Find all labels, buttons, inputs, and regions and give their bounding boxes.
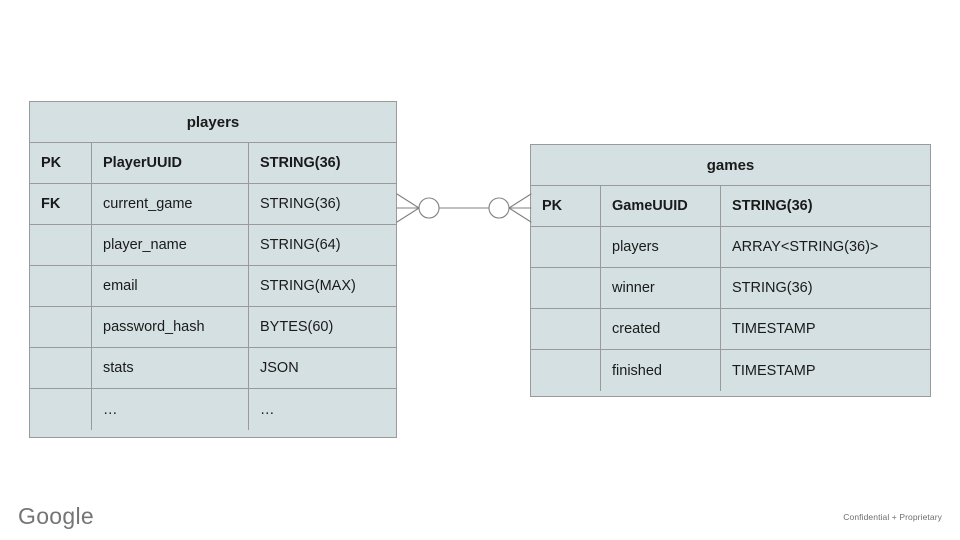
row-field-type: JSON [260, 360, 299, 376]
row-key-badge [531, 268, 601, 308]
row-key-badge [531, 309, 601, 349]
table-row[interactable]: player_name STRING(64) [30, 225, 396, 266]
row-field-name: players [601, 227, 721, 267]
row-field-name: current_game [92, 184, 249, 224]
table-row[interactable]: password_hash BYTES(60) [30, 307, 396, 348]
row-field-name: password_hash [92, 307, 249, 347]
table-row[interactable]: players ARRAY<STRING(36)> [531, 227, 930, 268]
google-logo: Google [18, 503, 94, 529]
row-field-name: winner [601, 268, 721, 308]
table-row[interactable]: finished TIMESTAMP [531, 350, 930, 391]
row-field-type: STRING(MAX) [260, 278, 356, 294]
row-field-type: STRING(64) [260, 237, 341, 253]
table-row[interactable]: created TIMESTAMP [531, 309, 930, 350]
table-row[interactable]: PK GameUUID STRING(36) [531, 186, 930, 227]
row-field-name: created [601, 309, 721, 349]
table-row[interactable]: PK PlayerUUID STRING(36) [30, 143, 396, 184]
entity-title-games: games [531, 145, 930, 186]
row-key-badge [30, 348, 92, 388]
row-field-name: PlayerUUID [92, 143, 249, 183]
row-field-name: stats [92, 348, 249, 388]
row-field-type: TIMESTAMP [732, 362, 816, 379]
table-row[interactable]: FK current_game STRING(36) [30, 184, 396, 225]
row-field-type: … [260, 401, 276, 418]
table-row[interactable]: email STRING(MAX) [30, 266, 396, 307]
row-key-badge [30, 225, 92, 265]
row-key-badge [531, 227, 601, 267]
row-key-badge: PK [30, 143, 92, 183]
row-key-badge [531, 350, 601, 391]
entity-table-games[interactable]: games PK GameUUID STRING(36) players ARR… [530, 144, 931, 397]
row-key-badge [30, 307, 92, 347]
confidentiality-notice: Confidential + Proprietary [843, 512, 942, 522]
row-key-badge: PK [531, 186, 601, 226]
table-row[interactable]: winner STRING(36) [531, 268, 930, 309]
row-key-badge: FK [30, 184, 92, 224]
row-field-name: player_name [92, 225, 249, 265]
crows-foot-notation-icon [396, 193, 532, 223]
row-field-type: ARRAY<STRING(36)> [732, 239, 879, 255]
row-key-badge [30, 389, 92, 430]
row-field-name: finished [601, 350, 721, 391]
relationship-connector-players-games[interactable] [393, 183, 535, 233]
row-field-type: BYTES(60) [260, 319, 334, 335]
entity-table-players[interactable]: players PK PlayerUUID STRING(36) FK curr… [29, 101, 397, 438]
row-field-name: … [92, 389, 249, 430]
table-row[interactable]: … … [30, 389, 396, 430]
row-field-name: email [92, 266, 249, 306]
row-field-name: GameUUID [601, 186, 721, 226]
row-field-type: STRING(36) [260, 196, 341, 212]
row-field-type: STRING(36) [732, 198, 813, 214]
table-row[interactable]: stats JSON [30, 348, 396, 389]
row-field-type: STRING(36) [260, 155, 341, 171]
row-key-badge [30, 266, 92, 306]
row-field-type: STRING(36) [732, 280, 813, 296]
entity-title-players: players [30, 102, 396, 143]
row-field-type: TIMESTAMP [732, 321, 816, 337]
